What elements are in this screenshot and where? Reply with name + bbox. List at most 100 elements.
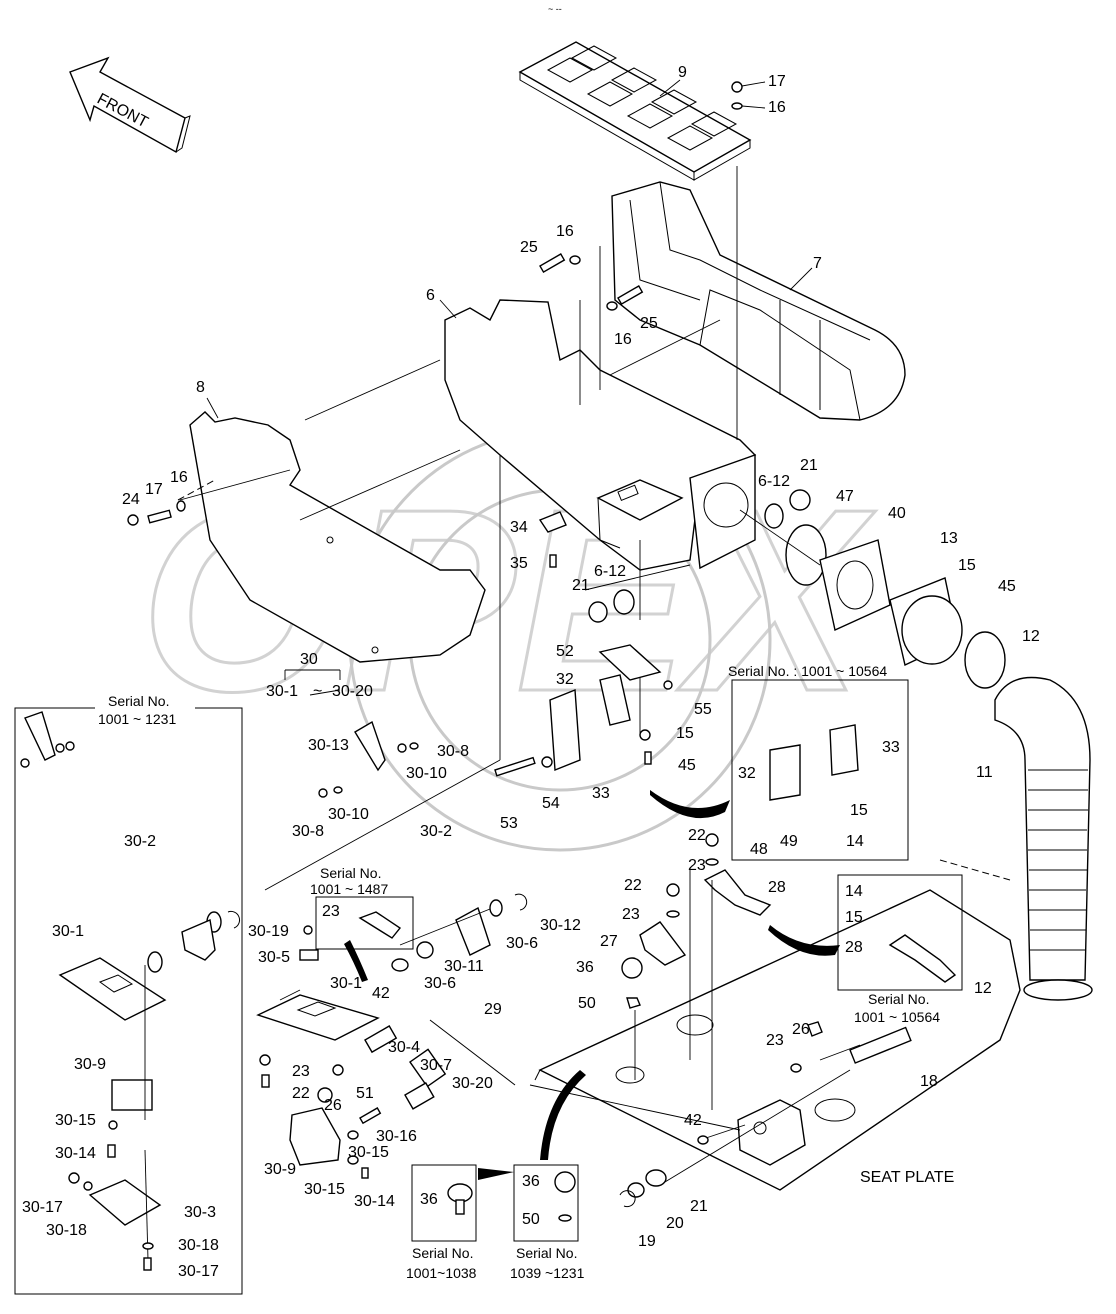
assembly-30-sep: ~ [313, 683, 322, 700]
callout: 21 [800, 457, 818, 474]
knob-arrow [478, 1168, 514, 1180]
callout: 30-5 [258, 949, 290, 966]
callout: 7 [813, 255, 822, 272]
callout: 22 [292, 1085, 310, 1102]
serial-knob-new-title: Serial No. [516, 1245, 577, 1261]
callout: 23 [688, 857, 706, 874]
assembly-30-id: 30 [300, 651, 318, 668]
callout: 30-11 [444, 958, 484, 975]
callout: 36 [576, 959, 594, 976]
callout: 30-7 [420, 1057, 452, 1074]
callout: 30-2 [124, 833, 156, 850]
callout: 30-1 [52, 923, 84, 940]
callout: 12 [1022, 628, 1040, 645]
left-side-cover [189, 411, 486, 663]
callout: 30-6 [424, 975, 456, 992]
callout: 30-15 [348, 1144, 389, 1161]
callout: 30-1 [330, 975, 362, 992]
inset-knob-new-50: 50 [522, 1211, 540, 1228]
hardware [20, 81, 912, 1271]
inset-knob-old-36: 36 [420, 1191, 438, 1208]
callout: 42 [684, 1112, 702, 1129]
callout: 30-13 [308, 737, 349, 754]
callout: 23 [622, 906, 640, 923]
callout: 13 [940, 530, 958, 547]
callout: 18 [920, 1073, 938, 1090]
callout: 23 [292, 1063, 310, 1080]
callout: 45 [678, 757, 696, 774]
callout: 12 [974, 980, 992, 997]
callout: 30-15 [55, 1112, 96, 1129]
assembly-30-to: 30-20 [332, 683, 373, 700]
callout: 6-12 [758, 473, 790, 490]
callout: 20 [666, 1215, 684, 1232]
right-side-cover [611, 181, 906, 421]
pointer-arrows [344, 790, 840, 1160]
callout: 28 [768, 879, 786, 896]
center-lever-assembly [24, 711, 516, 1226]
serial-gas-title: Serial No. [320, 865, 381, 881]
callout: 6 [426, 287, 435, 304]
serial-knob-new-range: 1039 ~1231 [510, 1265, 585, 1281]
callout: 21 [690, 1198, 708, 1215]
callout: 16 [768, 99, 786, 116]
inset-switch-33: 33 [882, 739, 900, 756]
serial-left-title: Serial No. [108, 693, 169, 709]
callout: 52 [556, 643, 574, 660]
serial-knob-old-title: Serial No. [412, 1245, 473, 1261]
callout: 8 [196, 379, 205, 396]
callout: 22 [688, 827, 706, 844]
inset-knob-new-36: 36 [522, 1173, 540, 1190]
callout: 30-18 [178, 1237, 219, 1254]
callout: 15 [676, 725, 694, 742]
serial-left-range: 1001 ~ 1231 [98, 711, 176, 727]
callout: 50 [578, 995, 596, 1012]
callout: 47 [836, 488, 854, 505]
callout: 30-9 [264, 1161, 296, 1178]
callout: 16 [556, 223, 574, 240]
callout: 29 [484, 1001, 502, 1018]
callout: 30-9 [74, 1056, 106, 1073]
callout: 30-12 [540, 917, 581, 934]
callout: 21 [572, 577, 590, 594]
callout: 54 [542, 795, 560, 812]
callout: 17 [768, 73, 786, 90]
callout: 26 [324, 1097, 342, 1114]
callout: 40 [888, 505, 906, 522]
callout: 30-10 [328, 806, 369, 823]
serial-box-bracket: 14 15 28 Serial No. 1001 ~ 10564 [837, 874, 963, 1025]
bracket-28 [639, 869, 772, 966]
callout: 15 [958, 557, 976, 574]
inset-switch-48: 48 [750, 841, 768, 858]
serial-box-gas-spring: Serial No. 1001 ~ 1487 23 [310, 865, 414, 950]
callout: 53 [500, 815, 518, 832]
assembly-30-from: 30-1 [266, 683, 298, 700]
inset-bracket-28: 28 [845, 939, 863, 956]
callout: 30-8 [437, 743, 469, 760]
serial-bracket-title: Serial No. [868, 991, 929, 1007]
callout: 27 [600, 933, 618, 950]
inset-bracket-15: 15 [845, 909, 863, 926]
callout: 30-8 [292, 823, 324, 840]
callout: 11 [976, 764, 993, 781]
duct-parts [764, 489, 1006, 689]
flex-hose [994, 676, 1093, 1001]
callout: 30-14 [354, 1193, 395, 1210]
header-mark: ~ -- [548, 4, 562, 14]
serial-box-knob-old: 36 Serial No. 1001~1038 [406, 1164, 477, 1281]
callouts: 9 17 16 7 16 25 25 16 6 8 17 16 24 21 6-… [22, 64, 1040, 1280]
callout: 26 [792, 1021, 810, 1038]
callout: 42 [372, 985, 390, 1002]
callout: 30-2 [420, 823, 452, 840]
callout: 30-17 [22, 1199, 63, 1216]
callout: 51 [356, 1085, 374, 1102]
callout: 30-6 [506, 935, 538, 952]
callout: 30-20 [452, 1075, 493, 1092]
assembly-30-title: 30 30-1 ~ 30-20 [266, 651, 373, 700]
top-grille-cover [518, 41, 752, 181]
callout: 25 [640, 315, 658, 332]
leader-lines [144, 79, 1011, 1261]
serial-knob-old-range: 1001~1038 [406, 1265, 477, 1281]
callout: 30-15 [304, 1181, 345, 1198]
